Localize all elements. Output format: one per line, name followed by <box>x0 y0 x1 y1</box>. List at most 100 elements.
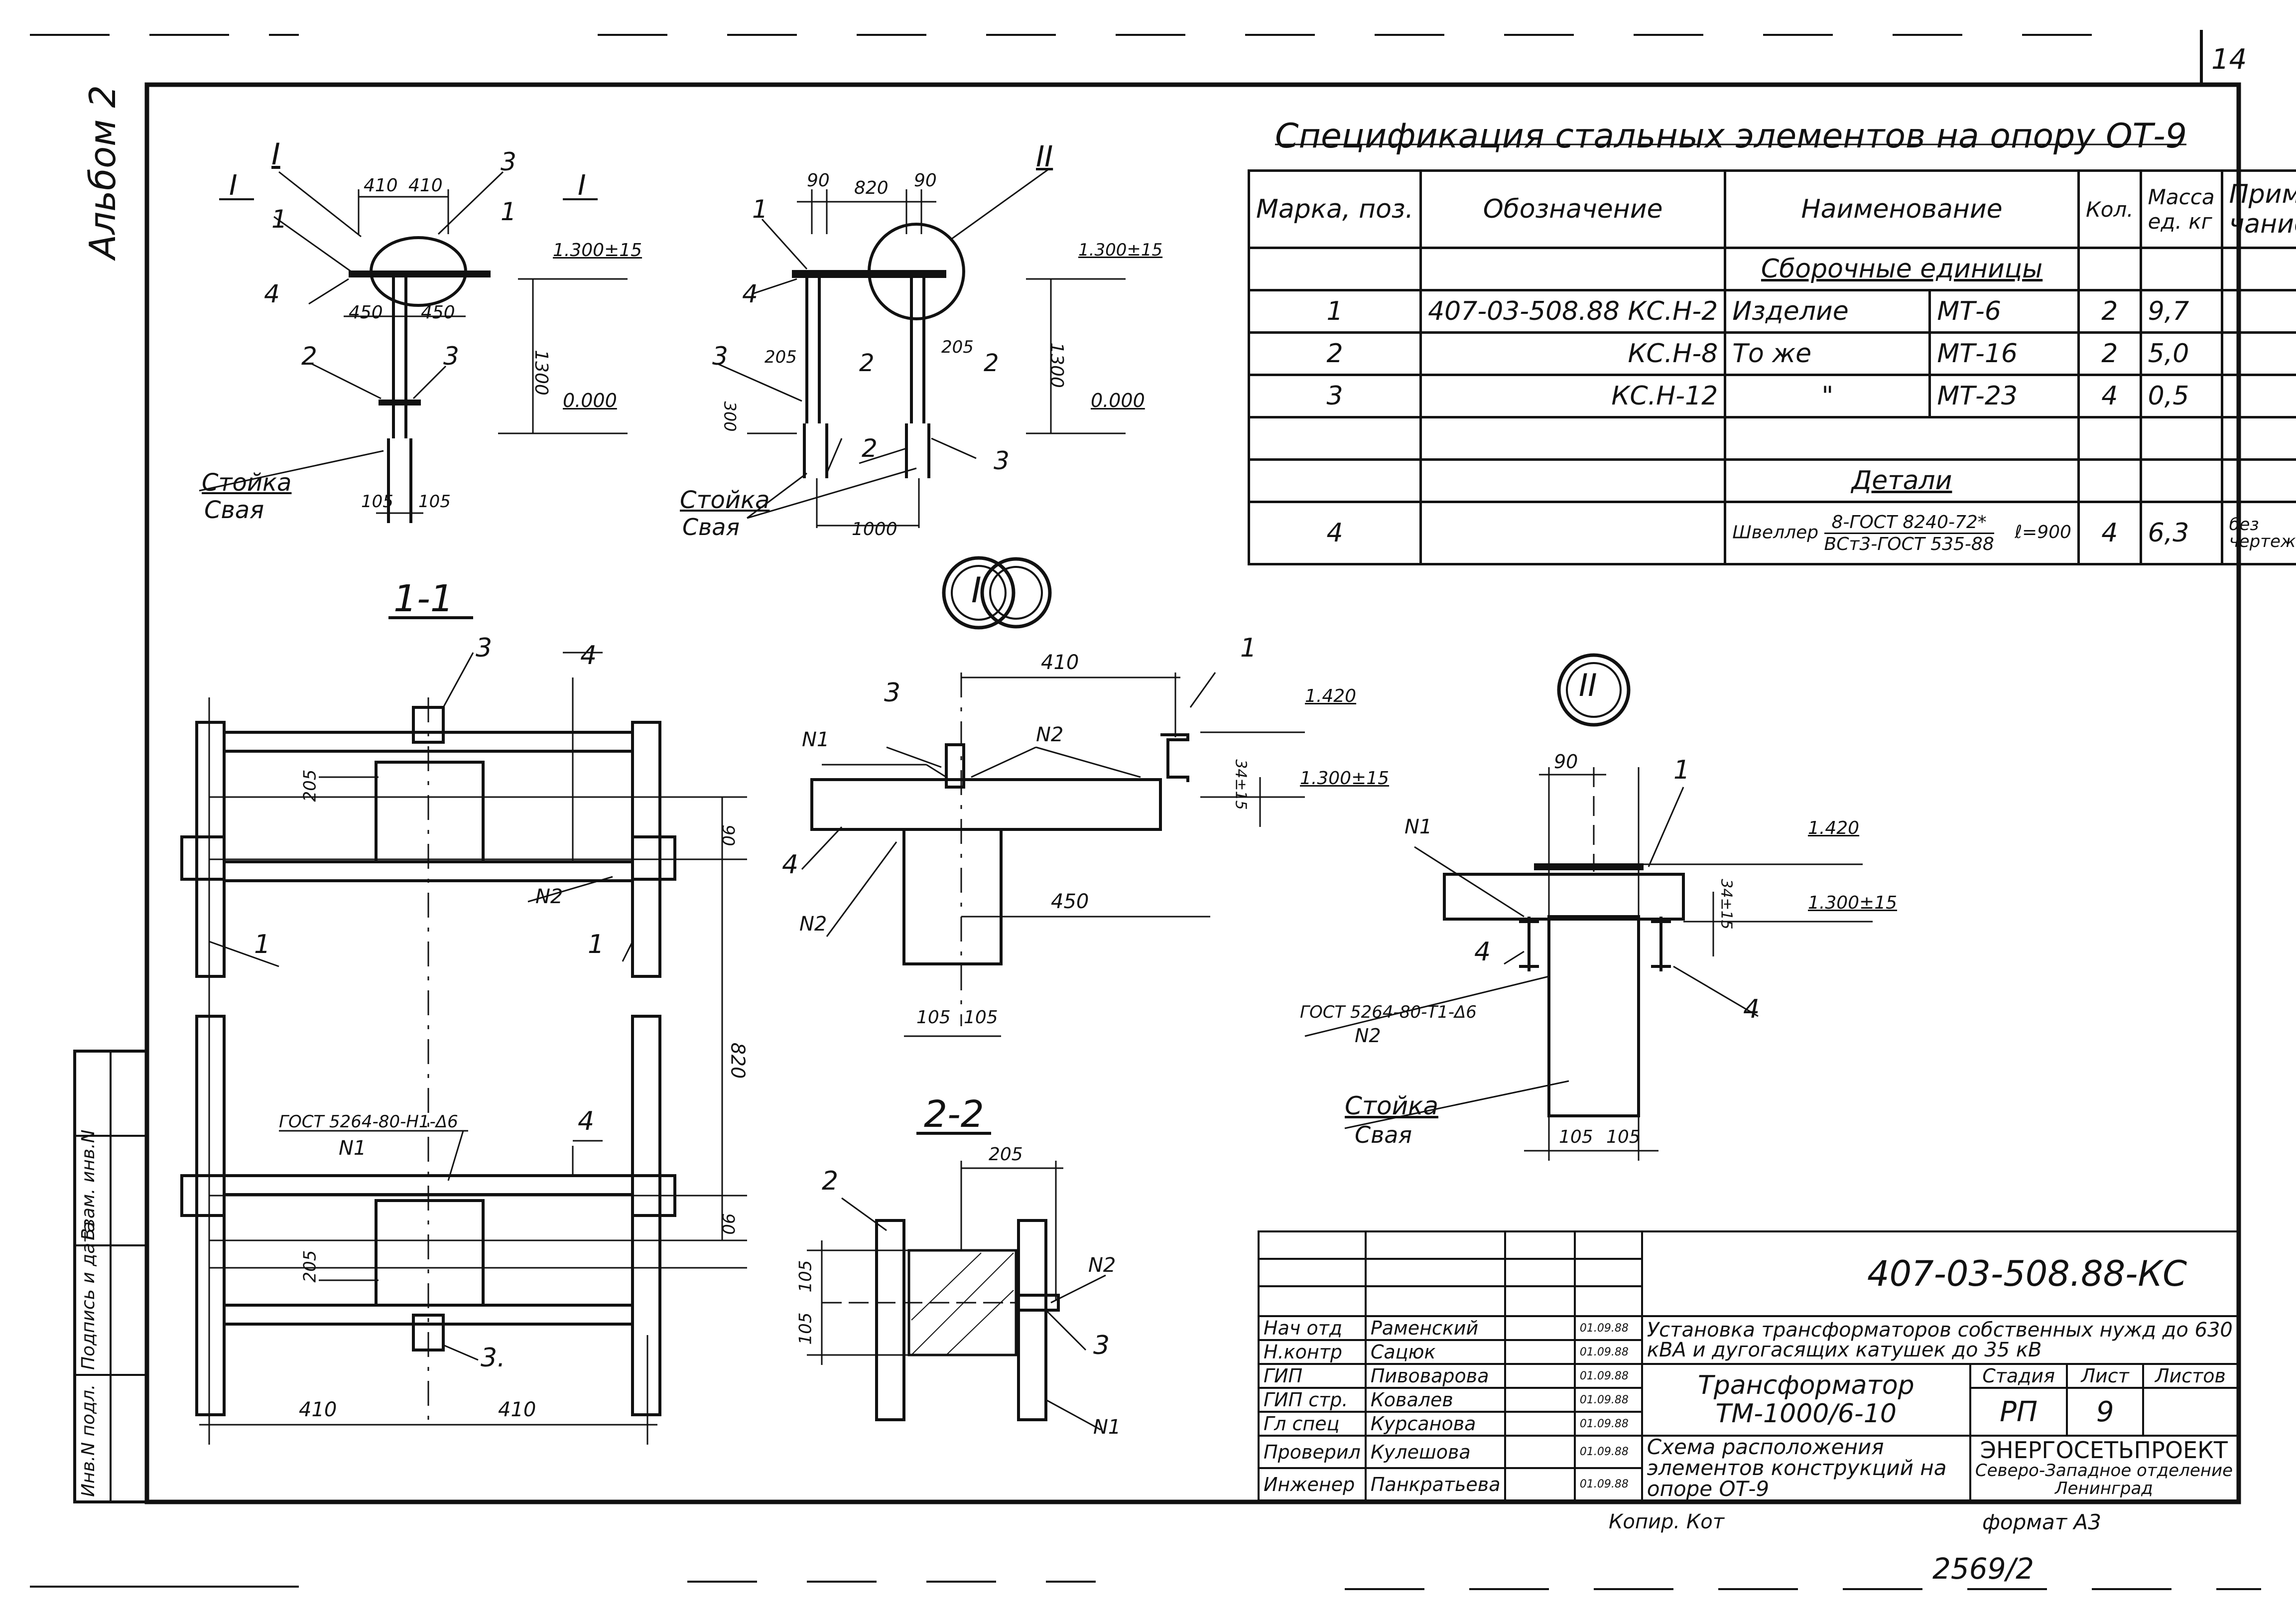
dim-410: 410 <box>1041 651 1079 674</box>
spec-table: Марка, поз. Обозначение Наименование Кол… <box>1247 169 2296 565</box>
spec-row: 4 Швеллер 8-ГОСТ 8240-72* ВСт3-ГОСТ 535-… <box>1247 501 2296 565</box>
dim-90: 90 <box>718 1213 738 1235</box>
spec-title: Спецификация стальных элементов на опору… <box>1275 117 2187 156</box>
dim-90: 90 <box>1554 751 1578 773</box>
label-pile: Свая <box>1355 1121 1412 1148</box>
level-zero: 0.000 <box>563 390 617 411</box>
spec-header-qty: Кол. <box>2077 169 2142 249</box>
label-pile: Свая <box>204 496 264 524</box>
label-column: Стойка <box>202 469 292 497</box>
pos-4: 4 <box>264 279 280 308</box>
dim-450: 450 <box>421 302 455 323</box>
weld-number: N1 <box>1093 1416 1121 1439</box>
pos-3: 3 <box>712 342 728 371</box>
level-mark: 1.420 <box>1305 686 1357 706</box>
dim-105: 105 <box>795 1312 816 1345</box>
doc-description: Установка трансформаторов собственных ну… <box>1641 1315 2239 1365</box>
sheet-value: 9 <box>2066 1387 2144 1437</box>
spec-header-pos: Марка, поз. <box>1247 169 1422 249</box>
organization: ЭНЕРГОСЕТЬПРОЕКТ Северо-Западное отделен… <box>1969 1435 2239 1501</box>
section-2-2 <box>807 1132 1106 1431</box>
label-pile: Свая <box>682 514 740 540</box>
pos-3: 3 <box>884 678 901 708</box>
weld-number: N2 <box>1088 1254 1116 1277</box>
dim-820: 820 <box>727 1042 749 1079</box>
pos-4: 4 <box>1743 994 1760 1024</box>
spec-header-name: Наименование <box>1724 169 2080 249</box>
pos-1: 1 <box>1673 755 1690 785</box>
dim-205: 205 <box>941 337 974 357</box>
level-mark: 1.300±15 <box>553 240 642 261</box>
pos-3: 3 <box>443 342 459 371</box>
pos-2: 2 <box>822 1166 839 1196</box>
dim-105: 105 <box>1559 1127 1593 1147</box>
pos-2: 2 <box>862 434 878 463</box>
spec-group-details: Детали <box>1724 458 2080 503</box>
dim-205: 205 <box>765 347 797 367</box>
level-mark: 1.300±15 <box>1300 768 1390 789</box>
sheet-frame <box>144 82 2241 1504</box>
album-label: Альбом 2 <box>82 85 124 259</box>
dim-1000: 1000 <box>852 519 897 540</box>
section-1-1 <box>180 616 747 1445</box>
node-I-title: I <box>971 570 982 611</box>
callout-II: II <box>1036 139 1053 173</box>
spec-row: 3 КС.Н-12 " МТ-23 4 0,5 <box>1247 374 2296 418</box>
dim-450: 450 <box>349 302 383 323</box>
weld-number: N1 <box>802 728 830 751</box>
dim-1300: 1300 <box>1046 342 1067 388</box>
dim-410: 410 <box>498 1398 536 1421</box>
doc-subtitle: Схема расположения элементов конструкций… <box>1641 1435 1971 1501</box>
pos-4: 4 <box>1474 937 1491 967</box>
dim-90: 90 <box>807 170 830 191</box>
pos-3: 3 <box>1093 1331 1110 1360</box>
level-mark: 1.300±15 <box>1078 240 1163 260</box>
dim-105: 105 <box>418 492 451 512</box>
weld-number: N2 <box>535 885 563 908</box>
stamp-vertical-inv: Инв.N подл. <box>78 1384 99 1497</box>
spec-header-note: Приме- чание <box>2220 169 2296 249</box>
dim-90: 90 <box>914 170 937 191</box>
dim-205: 205 <box>300 769 320 802</box>
weld-number: N1 <box>1404 815 1432 838</box>
pos-1: 1 <box>254 930 271 959</box>
pos-4: 4 <box>742 279 758 308</box>
inventory-number: 2569/2 <box>1932 1552 2035 1586</box>
dim-205: 205 <box>300 1250 320 1283</box>
weld-number: N2 <box>1355 1025 1381 1047</box>
level-mark: 1.420 <box>1808 818 1860 838</box>
section-mark-1-right: I <box>578 169 586 202</box>
pos-3: 3 <box>501 147 516 176</box>
label-column: Стойка <box>680 486 770 514</box>
section-2-2-title: 2-2 <box>924 1093 984 1136</box>
weld-number: N1 <box>339 1137 367 1160</box>
spec-group-assemblies: Сборочные единицы <box>1724 247 2080 291</box>
dim-105: 105 <box>361 492 393 512</box>
dim-105: 105 <box>916 1007 951 1028</box>
section-mark-2: 2 <box>859 349 875 377</box>
pos-1: 1 <box>1240 633 1257 663</box>
stage-value: РП <box>1969 1387 2068 1437</box>
dim-105: 105 <box>964 1007 998 1028</box>
sheets-value <box>2142 1387 2239 1437</box>
doc-code: 407-03-508.88-КС <box>1641 1230 2239 1317</box>
pos-3: 3 <box>994 446 1010 475</box>
weld-note: ГОСТ 5264-80-Т1-Δ6 <box>1300 1002 1477 1022</box>
pos-4: 4 <box>580 641 597 671</box>
dim-205: 205 <box>989 1144 1023 1165</box>
section-mark-1-left: I <box>229 169 238 202</box>
copied-by: Копир. Кот <box>1609 1510 1725 1533</box>
dim-1300: 1300 <box>530 350 551 396</box>
dim-410: 410 <box>408 175 443 196</box>
weld-number: N2 <box>799 913 827 936</box>
